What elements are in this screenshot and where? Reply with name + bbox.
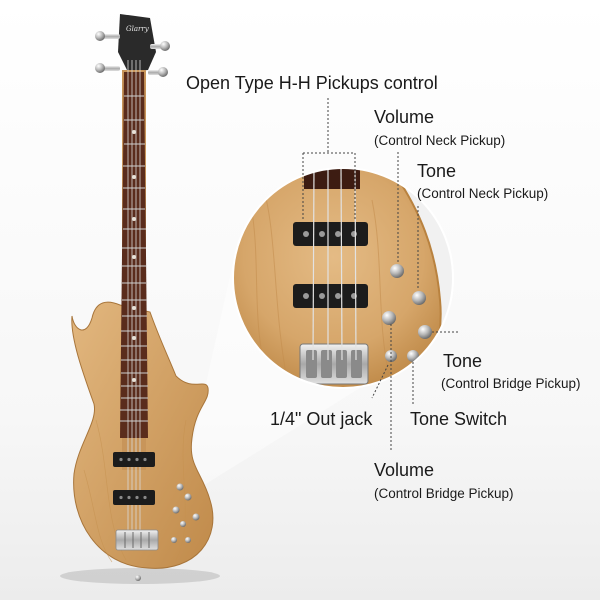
tuning-peg-icon[interactable] bbox=[150, 41, 170, 51]
zoom-detail bbox=[232, 167, 454, 389]
pickups-control-label: Open Type H-H Pickups control bbox=[186, 73, 438, 93]
callout-lines bbox=[302, 98, 458, 452]
volume-neck-subtitle: (Control Neck Pickup) bbox=[374, 133, 506, 148]
body-knobs bbox=[171, 483, 200, 543]
volume-bridge-knob[interactable] bbox=[382, 311, 396, 325]
volume-bridge-subtitle: (Control Bridge Pickup) bbox=[374, 486, 514, 501]
volume-neck-title: Volume bbox=[374, 107, 435, 127]
tone-neck-knob[interactable] bbox=[412, 291, 426, 305]
strap-button bbox=[135, 575, 141, 581]
zoom-neck-pickup bbox=[293, 222, 368, 246]
tuning-peg-icon[interactable] bbox=[95, 63, 120, 73]
tone-bridge-title: Tone bbox=[443, 351, 483, 371]
brand-logo: Glarry bbox=[126, 25, 150, 33]
volume-bridge-title: Volume bbox=[374, 460, 435, 480]
zoom-cone bbox=[180, 240, 360, 500]
tone-switch-label: Tone Switch bbox=[410, 409, 508, 429]
bridge-pickup bbox=[113, 490, 155, 505]
zoom-bridge bbox=[299, 343, 369, 385]
tone-bridge-subtitle: (Control Bridge Pickup) bbox=[441, 376, 581, 391]
tone-neck-title: Tone bbox=[417, 161, 457, 181]
fret-markers bbox=[132, 130, 136, 382]
tuning-peg-icon[interactable] bbox=[95, 31, 120, 41]
tone-bridge-knob[interactable] bbox=[418, 325, 432, 339]
volume-neck-knob[interactable] bbox=[390, 264, 404, 278]
tuning-peg-icon[interactable] bbox=[148, 67, 168, 77]
frets bbox=[120, 95, 148, 422]
bridge bbox=[115, 529, 159, 551]
neck-pickup bbox=[113, 452, 155, 467]
out-jack-label: 1/4" Out jack bbox=[270, 409, 373, 429]
headstock: Glarry bbox=[95, 14, 170, 77]
tone-neck-subtitle: (Control Neck Pickup) bbox=[417, 186, 549, 201]
zoom-bridge-pickup bbox=[293, 284, 368, 308]
